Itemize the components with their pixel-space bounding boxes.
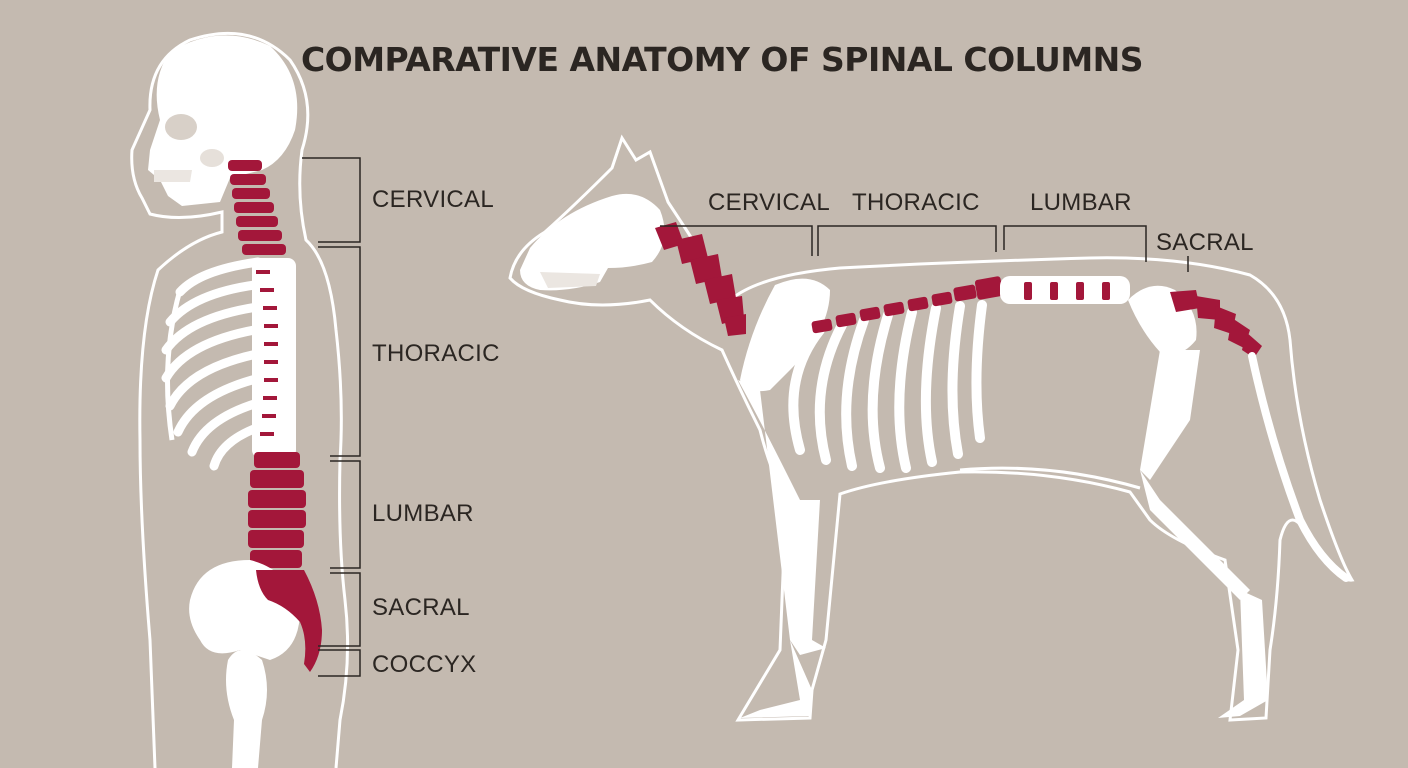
diagram-title: COMPARATIVE ANATOMY OF SPINAL COLUMNS	[300, 40, 1144, 79]
dog-spine-sacral	[1170, 290, 1262, 358]
dog-label-sacral: SACRAL	[1156, 229, 1254, 256]
dog-skull	[520, 193, 665, 291]
human-label-lumbar: LUMBAR	[372, 500, 474, 527]
dog-spine-lumbar	[1000, 276, 1130, 304]
dog-label-thoracic: THORACIC	[852, 189, 980, 216]
dog-body-outline	[508, 134, 1355, 722]
human-figure	[130, 31, 350, 768]
human-spine-cervical	[228, 160, 286, 255]
dog-ribcage	[788, 300, 987, 473]
human-label-coccyx: COCCYX	[372, 651, 477, 678]
dog-label-lumbar: LUMBAR	[1030, 189, 1132, 216]
human-spine-lumbar	[248, 452, 306, 568]
dog-figure	[508, 134, 1355, 722]
dog-label-cervical: CERVICAL	[708, 189, 831, 216]
human-label-cervical: CERVICAL	[372, 186, 495, 213]
human-body-outline	[130, 31, 350, 768]
human-label-thoracic: THORACIC	[372, 340, 500, 367]
human-spine-thoracic	[252, 258, 296, 458]
human-label-sacral: SACRAL	[372, 594, 470, 621]
dog-spine-cervical	[655, 222, 746, 336]
dog-region-brackets	[660, 225, 1189, 272]
dog-spine-thoracic	[811, 276, 1004, 334]
human-region-brackets	[302, 157, 361, 677]
human-spine-sacrum	[256, 570, 322, 672]
dog-tail	[1248, 352, 1350, 582]
